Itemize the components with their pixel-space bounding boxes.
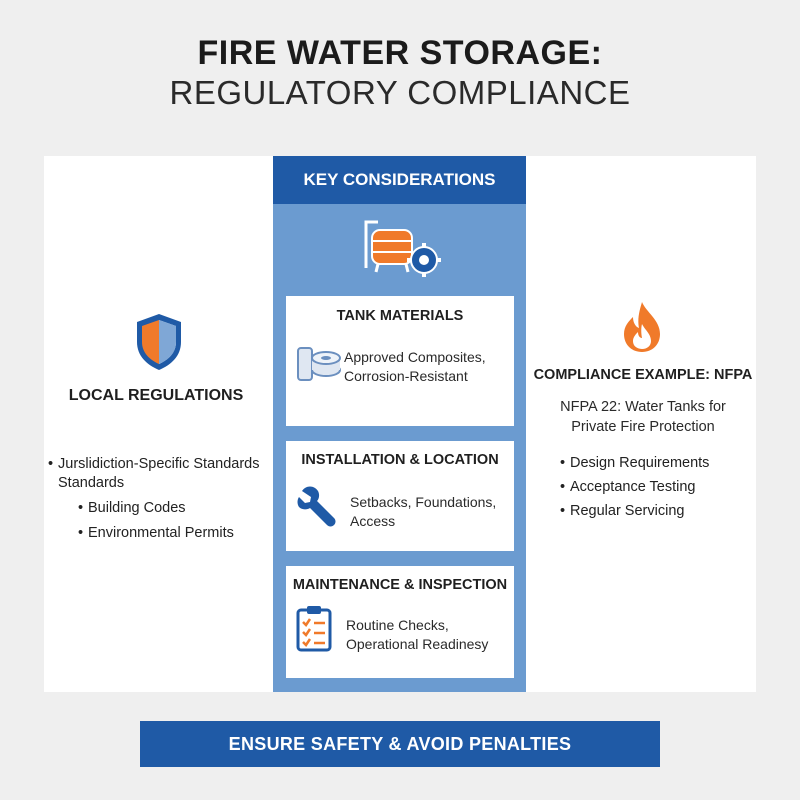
list-item-label: Environmental Permits xyxy=(88,525,234,541)
card-text: Routine Checks, Operational Readinesy xyxy=(346,616,488,654)
material-rolls-icon xyxy=(297,347,341,381)
list-item-label: Standards xyxy=(58,475,125,491)
card-title: INSTALLATION & LOCATION xyxy=(301,452,499,468)
flame-icon xyxy=(624,302,660,352)
bullet-dot: • xyxy=(560,503,566,519)
card-tank-materials: TANK MATERIALS Approved Composites, Corr… xyxy=(286,296,514,426)
list-item: Standards xyxy=(58,473,124,493)
wrench-icon xyxy=(297,486,336,527)
bullet-dot: • xyxy=(78,500,84,516)
card-text-line: Routine Checks, xyxy=(346,617,449,633)
card-title: TANK MATERIALS xyxy=(336,308,464,324)
list-item: •Acceptance Testing xyxy=(560,477,695,497)
card-text-line: Setbacks, Foundations, xyxy=(350,494,497,510)
bullet-dot: • xyxy=(560,479,566,495)
card-title: MAINTENANCE & INSPECTION xyxy=(292,577,508,593)
list-item: •Design Requirements xyxy=(560,453,709,473)
list-item: •Building Codes xyxy=(78,498,186,518)
list-item-label: Acceptance Testing xyxy=(570,479,696,495)
page-subtitle: REGULATORY COMPLIANCE xyxy=(169,74,631,111)
card-installation-location: INSTALLATION & LOCATION Setbacks, Founda… xyxy=(286,441,514,551)
nfpa-description: NFPA 22: Water Tanks for Private Fire Pr… xyxy=(530,397,756,437)
tank-gear-icon xyxy=(364,220,441,277)
list-item-label: Regular Servicing xyxy=(570,503,685,519)
list-item-label: Design Requirements xyxy=(570,455,710,471)
bullet-dot: • xyxy=(48,456,54,472)
list-item-label: Jurslidiction-Specific Standards xyxy=(58,456,260,472)
bullet-dot: • xyxy=(560,455,566,471)
nfpa-heading: COMPLIANCE EXAMPLE: NFPA xyxy=(533,367,753,383)
list-item-label: Building Codes xyxy=(88,500,186,516)
nfpa-description-line: NFPA 22: Water Tanks for xyxy=(560,399,726,415)
list-item: •Regular Servicing xyxy=(560,501,684,521)
nfpa-description-line: Private Fire Protection xyxy=(571,419,715,435)
local-regulations-heading: LOCAL REGULATIONS xyxy=(68,387,244,404)
page-title: FIRE WATER STORAGE: xyxy=(197,34,603,72)
card-text: Approved Composites, Corrosion-Resistant xyxy=(344,348,486,386)
card-maintenance-inspection: MAINTENANCE & INSPECTION Routine Checks,… xyxy=(286,566,514,678)
key-considerations-header: KEY CONSIDERATIONS xyxy=(273,156,526,204)
safety-banner: ENSURE SAFETY & AVOID PENALTIES xyxy=(140,721,660,767)
bullet-dot: • xyxy=(78,525,84,541)
list-item: •Environmental Permits xyxy=(78,523,234,543)
checklist-icon xyxy=(296,606,332,652)
card-text-line: Corrosion-Resistant xyxy=(344,368,468,384)
list-item: •Jurslidiction-Specific Standards xyxy=(48,454,259,474)
shield-icon xyxy=(137,314,181,370)
card-text-line: Access xyxy=(350,513,396,529)
card-text: Setbacks, Foundations, Access xyxy=(350,493,496,531)
card-text-line: Approved Composites, xyxy=(344,349,486,365)
card-text-line: Operational Readinesy xyxy=(346,636,489,652)
